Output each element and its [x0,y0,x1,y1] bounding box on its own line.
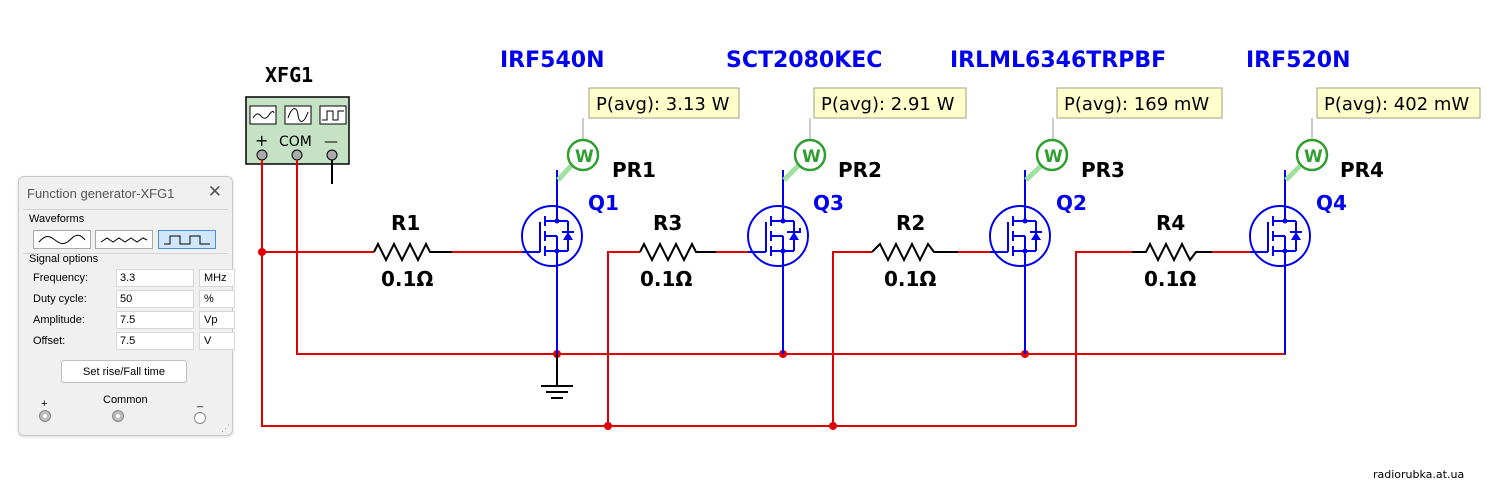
resistor-value-label: 0.1Ω [1144,267,1196,291]
panel-title: Function generator-XFG1 [27,186,175,201]
amplitude-input[interactable]: 7.5 [116,311,194,329]
part-number-label: IRF520N [1246,48,1351,73]
generator-ref-label: XFG1 [265,63,313,87]
resistor-value-label: 0.1Ω [381,267,433,291]
square-wave-icon [164,235,210,244]
power-probe-pr2[interactable]: W PR2 P(avg): 2.91 W [782,87,967,182]
mosfet-q4[interactable]: IRF520N Q4 [1246,48,1351,354]
frequency-input[interactable]: 3.3 [116,269,194,287]
transistor-ref-label: Q4 [1316,191,1347,215]
power-average-readout: P(avg): 402 mW [1324,94,1469,115]
wattmeter-icon: W [802,147,821,167]
resistor-ref-label: R3 [653,211,682,235]
function-generator-panel[interactable]: Function generator-XFG1 ✕ Waveforms Sign… [18,176,235,436]
wattmeter-icon: W [1044,147,1063,167]
amplitude-row: Amplitude: 7.5 Vp [33,311,235,331]
power-average-readout: P(avg): 3.13 W [596,94,730,115]
resistor-r2[interactable]: R2 0.1Ω [871,211,958,291]
power-probe-pr4[interactable]: W PR4 P(avg): 402 mW [1284,87,1481,182]
resistor-r4[interactable]: R4 0.1Ω [1132,211,1212,291]
sine-wave-button[interactable] [33,230,91,249]
part-number-label: IRF540N [500,48,605,73]
frequency-unit-select[interactable]: MHz [199,269,235,287]
close-icon[interactable]: ✕ [207,182,222,201]
probe-ref-label: PR1 [612,158,656,182]
mosfet-q2[interactable]: IRLML6346TRPBF Q2 [950,48,1166,354]
resistor-value-label: 0.1Ω [884,267,936,291]
power-probe-pr1[interactable]: W PR1 P(avg): 3.13 W [556,87,740,182]
mosfet-q1[interactable]: IRF540N Q1 [500,48,619,354]
triangle-wave-button[interactable] [95,230,153,249]
duty-cycle-label: Duty cycle: [33,293,87,305]
divider [23,253,228,254]
plus-terminal-connector[interactable] [39,410,51,422]
triangle-wave-icon [100,236,148,243]
amplitude-unit-select[interactable]: Vp [199,311,235,329]
wattmeter-icon: W [575,147,594,167]
resistor-r1[interactable]: R1 0.1Ω [370,211,452,291]
common-terminal-connector[interactable] [112,410,124,422]
plus-terminal-label: + [41,398,48,410]
resize-grip-icon[interactable]: ⋰ [221,423,230,433]
power-average-readout: P(avg): 2.91 W [821,94,955,115]
divider [23,209,228,210]
transistor-ref-label: Q3 [813,191,844,215]
resistor-r3[interactable]: R3 0.1Ω [639,211,716,291]
offset-input[interactable]: 7.5 [116,332,194,350]
offset-row: Offset: 7.5 V [33,332,235,352]
generator-com-label: COM [279,134,312,150]
amplitude-label: Amplitude: [33,314,85,326]
minus-terminal-label: _ [197,396,204,408]
resistor-value-label: 0.1Ω [640,267,692,291]
power-probe-pr3[interactable]: W PR3 P(avg): 169 mW [1024,87,1223,182]
resistor-ref-label: R4 [1156,211,1185,235]
duty-cycle-input[interactable]: 50 [116,290,194,308]
offset-label: Offset: [33,335,66,347]
generator-minus-label: — [324,134,338,150]
transistor-ref-label: Q2 [1056,191,1087,215]
watermark: radiorubka.at.ua [1373,468,1464,481]
frequency-row: Frequency: 3.3 MHz [33,269,235,289]
wires [261,160,1286,427]
mosfet-q3[interactable]: SCT2080KEC Q3 [726,48,882,354]
part-number-label: SCT2080KEC [726,48,882,73]
wattmeter-icon: W [1304,147,1323,167]
power-average-readout: P(avg): 169 mW [1064,94,1209,115]
minus-terminal-connector[interactable] [194,412,206,424]
probe-ref-label: PR3 [1081,158,1125,182]
probe-ref-label: PR4 [1340,158,1384,182]
duty-cycle-unit-select[interactable]: % [199,290,235,308]
common-terminal-label: Common [103,394,148,406]
part-number-label: IRLML6346TRPBF [950,48,1166,73]
sine-wave-icon [38,234,86,244]
frequency-label: Frequency: [33,272,89,284]
signal-options-label: Signal options [29,253,99,265]
set-rise-fall-time-button[interactable]: Set rise/Fall time [61,360,187,383]
square-wave-button[interactable] [158,230,216,249]
generator-plus-label: + [255,131,268,150]
transistor-ref-label: Q1 [588,191,619,215]
ground-symbol [541,354,573,399]
resistor-ref-label: R2 [896,211,925,235]
function-generator-xfg1[interactable]: XFG1 + COM — [245,63,350,184]
probe-ref-label: PR2 [838,158,882,182]
waveforms-label: Waveforms [29,213,85,225]
duty-cycle-row: Duty cycle: 50 % [33,290,235,310]
resistor-ref-label: R1 [391,211,420,235]
offset-unit-select[interactable]: V [199,332,235,350]
